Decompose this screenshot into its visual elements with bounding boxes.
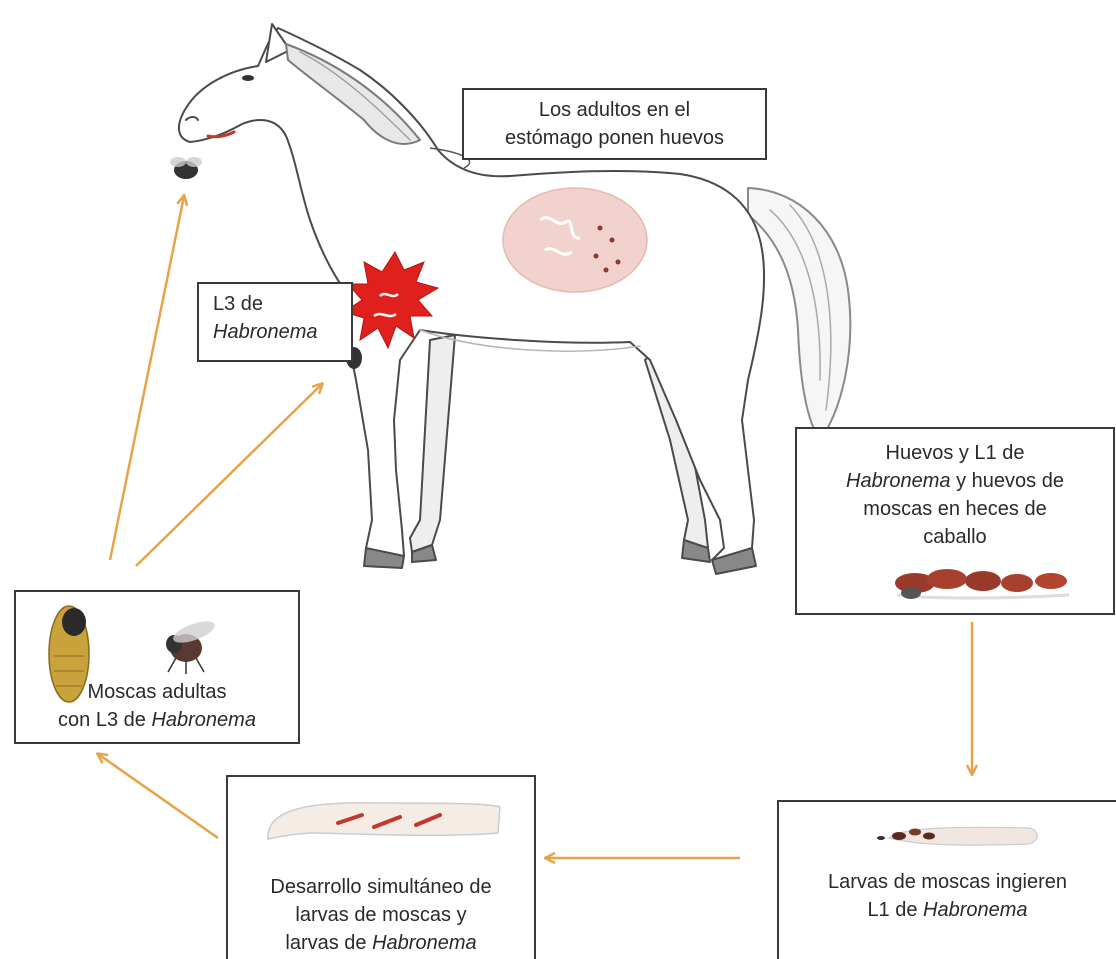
development-line1: Desarrollo simultáneo de bbox=[228, 873, 534, 901]
development-line2: larvas de moscas y bbox=[228, 901, 534, 929]
l3-site-line1: L3 de bbox=[213, 290, 351, 318]
development-box: Desarrollo simultáneo de larvas de mosca… bbox=[226, 775, 536, 959]
adult-flies-box: Moscas adultas con L3 de Habronema bbox=[14, 590, 300, 744]
fly-larva-icon bbox=[869, 816, 1049, 852]
l3-site-box: L3 de Habronema bbox=[197, 282, 353, 362]
eggs-feces-line1: Huevos y L1 de bbox=[797, 439, 1113, 467]
development-line3-prefix: larvas de bbox=[285, 932, 372, 954]
development-line3-italic: Habronema bbox=[372, 932, 477, 954]
adult-flies-line2-prefix: con L3 de bbox=[58, 709, 151, 731]
arrow-to-lesion bbox=[136, 384, 322, 566]
adult-flies-line1: Moscas adultas bbox=[16, 678, 298, 706]
larvae-ingest-line2-prefix: L1 de bbox=[867, 899, 923, 921]
arrow-development-to-flies bbox=[98, 754, 218, 838]
arrow-to-mouth bbox=[110, 196, 184, 560]
stomach-illustration bbox=[503, 188, 647, 292]
larvae-ingest-line2-italic: Habronema bbox=[923, 899, 1028, 921]
eggs-feces-line4: caballo bbox=[797, 523, 1113, 551]
adults-stomach-line1: Los adultos en el bbox=[464, 96, 765, 124]
feces-illustration bbox=[893, 565, 1073, 605]
l3-site-line2: Habronema bbox=[213, 321, 318, 343]
eggs-feces-line2-italic: Habronema bbox=[846, 470, 951, 492]
fly-icon-mouth bbox=[170, 157, 202, 179]
larvae-ingest-box: Larvas de moscas ingieren L1 de Habronem… bbox=[777, 800, 1116, 959]
adults-stomach-box: Los adultos en el estómago ponen huevos bbox=[462, 88, 767, 160]
adult-flies-line2-italic: Habronema bbox=[151, 709, 256, 731]
eggs-feces-box: Huevos y L1 de Habronema y huevos de mos… bbox=[795, 427, 1115, 615]
eggs-feces-line2-rest: y huevos de bbox=[951, 470, 1064, 492]
fly-larva-with-worms-icon bbox=[258, 793, 508, 853]
adults-stomach-line2: estómago ponen huevos bbox=[464, 124, 765, 152]
eggs-feces-line3: moscas en heces de bbox=[797, 495, 1113, 523]
larvae-ingest-line1: Larvas de moscas ingieren bbox=[779, 868, 1116, 896]
fly-icon-adult bbox=[146, 612, 236, 682]
